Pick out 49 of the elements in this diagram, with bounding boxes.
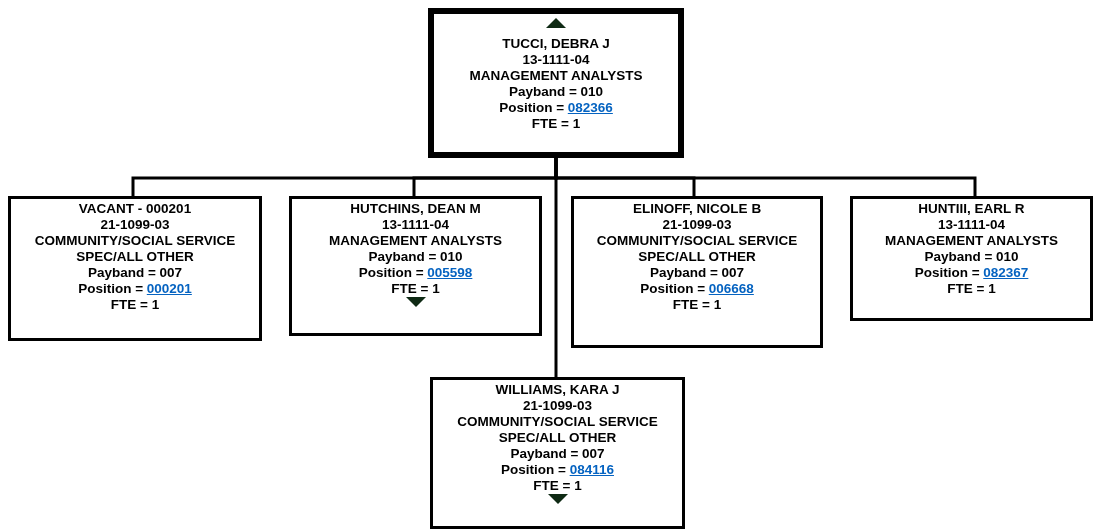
job-title: MANAGEMENT ANALYSTS [885, 233, 1058, 249]
position-text: Position = 082366 [499, 100, 613, 116]
payband-text: Payband = 010 [368, 249, 463, 265]
position-link: 082366 [567, 100, 613, 115]
job-title: COMMUNITY/SOCIAL SERVICE SPEC/ALL OTHER [595, 233, 799, 265]
job-code: 21-1099-03 [522, 398, 593, 414]
fte-text: FTE = 1 [947, 281, 996, 297]
fte-text: FTE = 1 [110, 297, 160, 313]
fte-text: FTE = 1 [672, 297, 722, 313]
position-text: Position = 006668 [640, 281, 754, 297]
payband-text: Payband = 007 [510, 446, 605, 462]
job-title: COMMUNITY/SOCIAL SERVICE SPEC/ALL OTHER [456, 414, 659, 446]
job-title: COMMUNITY/SOCIAL SERVICE SPEC/ALL OTHER [33, 233, 237, 265]
employee-name: ELINOFF, NICOLE B [632, 201, 762, 217]
employee-name: WILLIAMS, KARA J [495, 382, 620, 398]
position-link: 000201 [146, 281, 192, 296]
employee-name: VACANT - 000201 [78, 201, 192, 217]
employee-name: HUTCHINS, DEAN M [350, 201, 481, 217]
payband-text: Payband = 010 [924, 249, 1019, 265]
position-card [430, 377, 685, 529]
job-code: 21-1099-03 [100, 217, 170, 233]
job-code: 13-1111-04 [382, 217, 449, 233]
fte-text: FTE = 1 [531, 116, 581, 132]
employee-name: HUNTIII, EARL R [918, 201, 1025, 217]
fte-text: FTE = 1 [533, 478, 582, 494]
position-card [571, 196, 823, 348]
position-text: Position = 005598 [358, 265, 473, 281]
job-code: 13-1111-04 [938, 217, 1005, 233]
connector-line [554, 158, 558, 377]
position-link: 082367 [983, 265, 1029, 280]
position-text: Position = 000201 [78, 281, 192, 297]
job-title: MANAGEMENT ANALYSTS [329, 233, 502, 249]
position-card [850, 196, 1093, 321]
job-title: MANAGEMENT ANALYSTS [469, 68, 643, 84]
job-code: 21-1099-03 [662, 217, 732, 233]
position-text: Position = 084116 [501, 462, 614, 478]
position-link: 005598 [427, 265, 473, 280]
position-link: 006668 [708, 281, 754, 296]
position-link: 084116 [569, 462, 614, 477]
position-text: Position = 082367 [914, 265, 1029, 281]
position-card [289, 196, 542, 336]
employee-name: TUCCI, DEBRA J [502, 36, 610, 52]
payband-text: Payband = 007 [87, 265, 183, 281]
position-card [428, 8, 684, 158]
job-code: 13-1111-04 [522, 52, 590, 68]
position-card [8, 196, 262, 341]
payband-text: Payband = 010 [508, 84, 604, 100]
payband-text: Payband = 007 [649, 265, 745, 281]
fte-text: FTE = 1 [391, 281, 440, 297]
